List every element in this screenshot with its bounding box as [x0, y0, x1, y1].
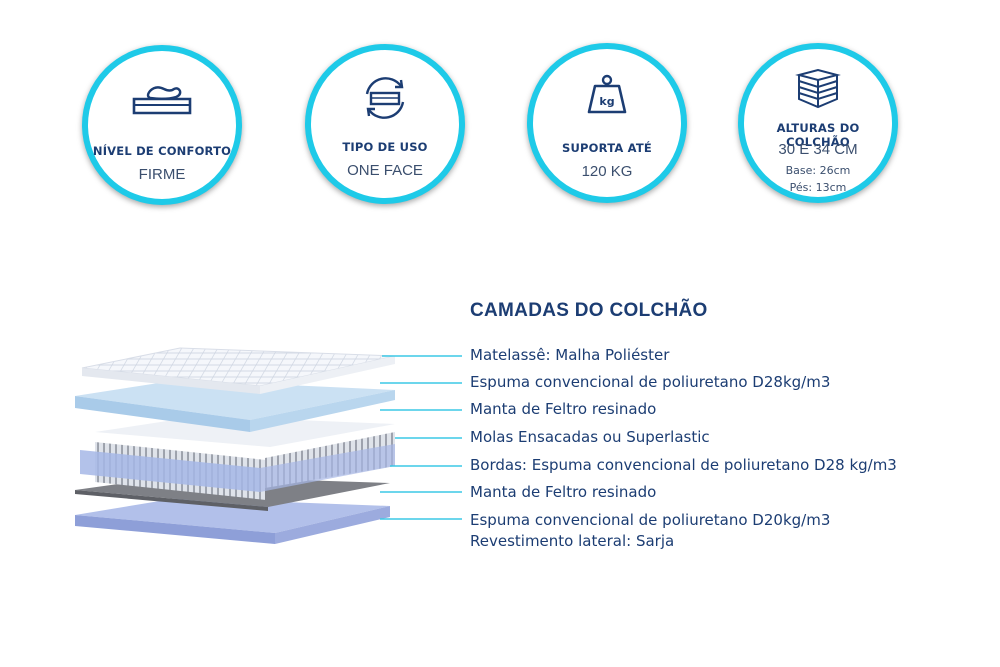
stacked-layers-icon: [795, 69, 841, 109]
layer-base-foam: [75, 498, 390, 544]
feature-value: 30 E 34 CM: [778, 141, 858, 158]
feature-sub-feet: Pés: 13cm: [789, 181, 847, 194]
layer-label-quilt: Matelassê: Malha Poliéster: [470, 346, 670, 364]
layer-springs: [80, 416, 395, 500]
svg-text:kg: kg: [599, 95, 614, 108]
feature-sub-base: Base: 26cm: [785, 164, 851, 177]
section-title: CAMADAS DO COLCHÃO: [470, 300, 708, 321]
feature-title: NÍVEL DE CONFORTO: [92, 144, 232, 158]
feature-max-weight: kg SUPORTA ATÉ 120 KG: [527, 43, 687, 203]
weight-icon: kg: [587, 74, 627, 114]
layer-label-foam-d28: Espuma convencional de poliuretano D28kg…: [470, 373, 831, 391]
rotate-mattress-icon: [365, 77, 405, 119]
feature-usage-type: TIPO DE USO ONE FACE: [305, 44, 465, 204]
layer-label-foam-d20: Espuma convencional de poliuretano D20kg…: [470, 511, 831, 529]
layer-foam-upper: [75, 380, 395, 432]
feature-value: FIRME: [138, 166, 186, 183]
layer-label-springs: Molas Ensacadas ou Superlastic: [470, 428, 710, 446]
mattress-layers-diagram: [75, 347, 462, 544]
feature-mattress-heights: ALTURAS DO COLCHÃO 30 E 34 CM Base: 26cm…: [738, 43, 898, 203]
feature-title: ALTURAS DO COLCHÃO: [776, 121, 860, 149]
feature-comfort-level: NÍVEL DE CONFORTO FIRME: [82, 45, 242, 205]
layer-label-felt-upper: Manta de Feltro resinado: [470, 400, 657, 418]
feature-title: SUPORTA ATÉ: [562, 141, 652, 155]
pillow-mattress-icon: [132, 86, 192, 115]
layer-quilt-top: [81, 347, 396, 394]
layer-label-side-cover: Revestimento lateral: Sarja: [470, 532, 675, 550]
feature-value: ONE FACE: [347, 162, 423, 179]
feature-title: TIPO DE USO: [342, 140, 428, 154]
feature-value: 120 KG: [581, 163, 633, 180]
leader-lines: [380, 355, 462, 520]
layer-label-borders: Bordas: Espuma convencional de poliureta…: [470, 456, 897, 474]
layer-label-felt-lower: Manta de Feltro resinado: [470, 483, 657, 501]
